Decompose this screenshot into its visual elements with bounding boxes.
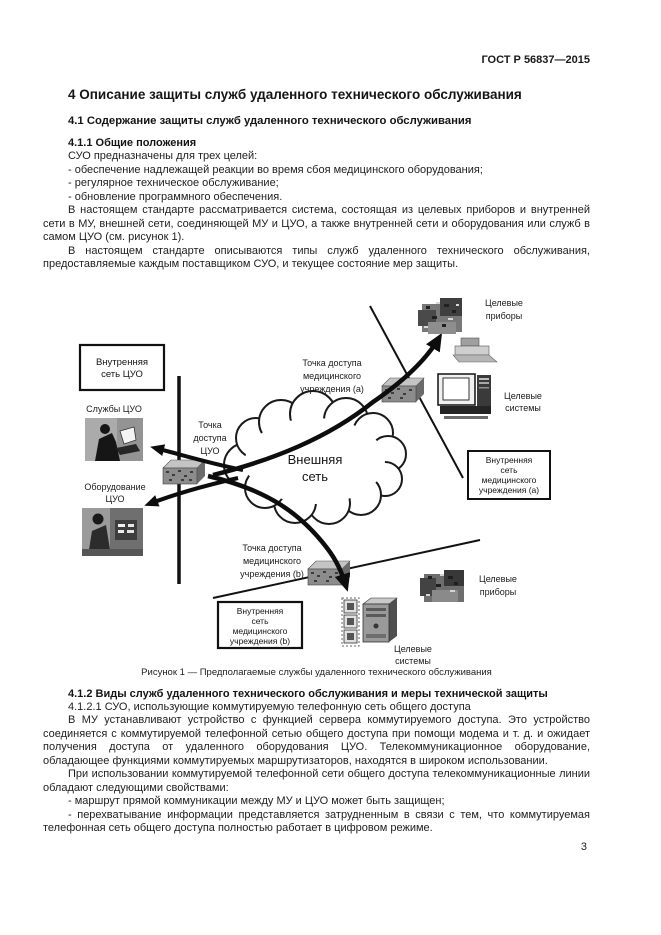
cuo-services-image [85,417,143,461]
target-systems-a-label-line1: Целевые [504,391,542,401]
internal-network-b-box: Внутренняя сеть медицинского учреждения … [216,600,304,649]
list-item-5: - перехватывание информации представляет… [43,808,590,835]
list-item-2: - регулярное техническое обслуживание; [68,177,279,189]
target-devices-a-label-line2: приборы [486,311,523,321]
arrow-to-cuo-services [150,443,244,472]
cuo-equipment-label-line1: Оборудование [84,482,145,492]
target-devices-a-image [418,297,462,334]
cuo-access-point-label-line3: ЦУО [200,446,219,456]
access-point-b-label-line1: Точка доступа [242,543,301,553]
internal-network-a-label-line2: сеть [500,465,518,475]
internal-network-a-label-line4: учреждения (a) [479,485,539,495]
list-item-4: - маршрут прямой коммуникации между МУ и… [68,795,445,807]
access-point-b-label-line3: учреждения (b) [240,569,304,579]
section-4-1-1-heading: 4.1.1 Общие положения [68,137,197,149]
internal-network-a-box: Внутренняя сеть медицинского учреждения … [467,449,551,500]
target-devices-b-image [420,569,464,602]
target-systems-b-label-line2: системы [395,656,431,666]
target-devices-a-label-line1: Целевые [485,298,523,308]
section-4-1-2-heading: 4.1.2 Виды служб удаленного технического… [68,687,548,700]
running-header: ГОСТ Р 56837—2015 [481,54,590,66]
list-item-1: - обеспечение надлежащей реакции во врем… [68,163,483,176]
communication-arrows [144,332,443,592]
paragraph-purposes: СУО предназначены для трех целей: [68,150,258,162]
access-point-a-label-line2: медицинского [303,371,361,381]
cuo-services-label: Службы ЦУО [86,404,142,414]
paragraph-system: В настоящем стандарте рассматривается си… [43,204,590,243]
target-systems-a-image [437,372,491,419]
internal-network-cuo-label-line2: сеть ЦУО [101,369,143,380]
internal-network-a-label-line3: медицинского [482,475,537,485]
target-systems-b-image [341,597,398,646]
internal-network-b-label-line4: учреждения (b) [230,636,290,646]
list-item-3: - обновление программного обеспечения. [68,190,283,203]
section-4-1-2-1-heading: 4.1.2.1 СУО, использующие коммутируемую … [68,700,471,713]
arrow-to-target-devices-a [212,332,443,477]
cuo-access-point-label-line2: доступа [193,433,226,443]
arrow-to-target-systems-b [207,473,351,592]
cuo-equipment-label-line2: ЦУО [105,494,124,504]
page-number: 3 [580,841,587,853]
internal-network-b-label-line2: сеть [251,616,269,626]
paragraph-line-properties: При использовании коммутируемой телефонн… [43,768,590,794]
paragraph-dialup-server: В МУ устанавливают устройство с функцией… [43,714,590,767]
internal-network-cuo-label-line1: Внутренняя [96,357,148,368]
target-devices-b-label-line1: Целевые [479,574,517,584]
access-point-a-label-line1: Точка доступа [302,358,361,368]
internal-network-b-label-line1: Внутренняя [237,606,284,616]
figure-caption: Рисунок 1 — Предполагаемые службы удален… [141,666,492,678]
section-4-heading: 4 Описание защиты служб удаленного техни… [68,87,522,102]
figure-1: Внешняя сеть [43,280,590,679]
paragraph-types: В настоящем стандарте описываются типы с… [43,244,590,271]
access-point-b-label-line2: медицинского [243,556,301,566]
external-network-label-line2: сеть [302,469,328,484]
target-devices-b-label-line2: приборы [480,587,517,597]
arrow-to-cuo-equipment [144,475,239,506]
access-point-a-label-line3: учреждения (a) [300,384,364,394]
external-network-cloud: Внешняя сеть [223,389,407,525]
cuo-equipment-image [82,507,143,556]
figure-1-diagram: Внешняя сеть [78,297,551,666]
internal-network-b-label-line3: медицинского [233,626,288,636]
workstation-a-image [452,337,498,362]
target-systems-b-label-line1: Целевые [394,644,432,654]
section-4-1-heading: 4.1 Содержание защиты служб удаленного т… [68,115,472,127]
external-network-label-line1: Внешняя [288,452,343,467]
target-systems-a-label-line2: системы [505,403,541,413]
internal-network-cuo-box: Внутренняя сеть ЦУО [78,343,166,391]
cuo-access-point-label-line1: Точка [198,420,221,430]
cuo-access-point-router [162,459,206,484]
internal-network-a-label-line1: Внутренняя [486,455,533,465]
